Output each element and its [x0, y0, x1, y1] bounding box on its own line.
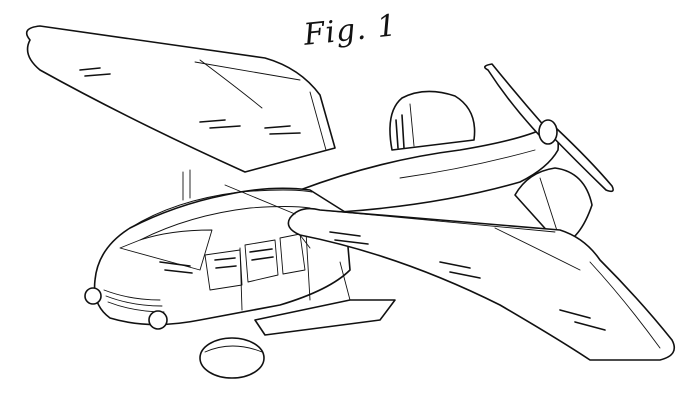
wing-strut — [224, 184, 296, 215]
undercarriage — [254, 261, 396, 336]
propeller-hub — [538, 119, 558, 145]
headlight-left — [84, 287, 102, 305]
tail-fin-upper — [389, 90, 476, 151]
right-wing — [287, 207, 676, 361]
left-wing — [25, 25, 336, 201]
propeller — [484, 63, 614, 193]
car-body — [93, 187, 351, 326]
front-wheel-fairing — [199, 337, 265, 379]
headlight-right — [148, 310, 168, 330]
